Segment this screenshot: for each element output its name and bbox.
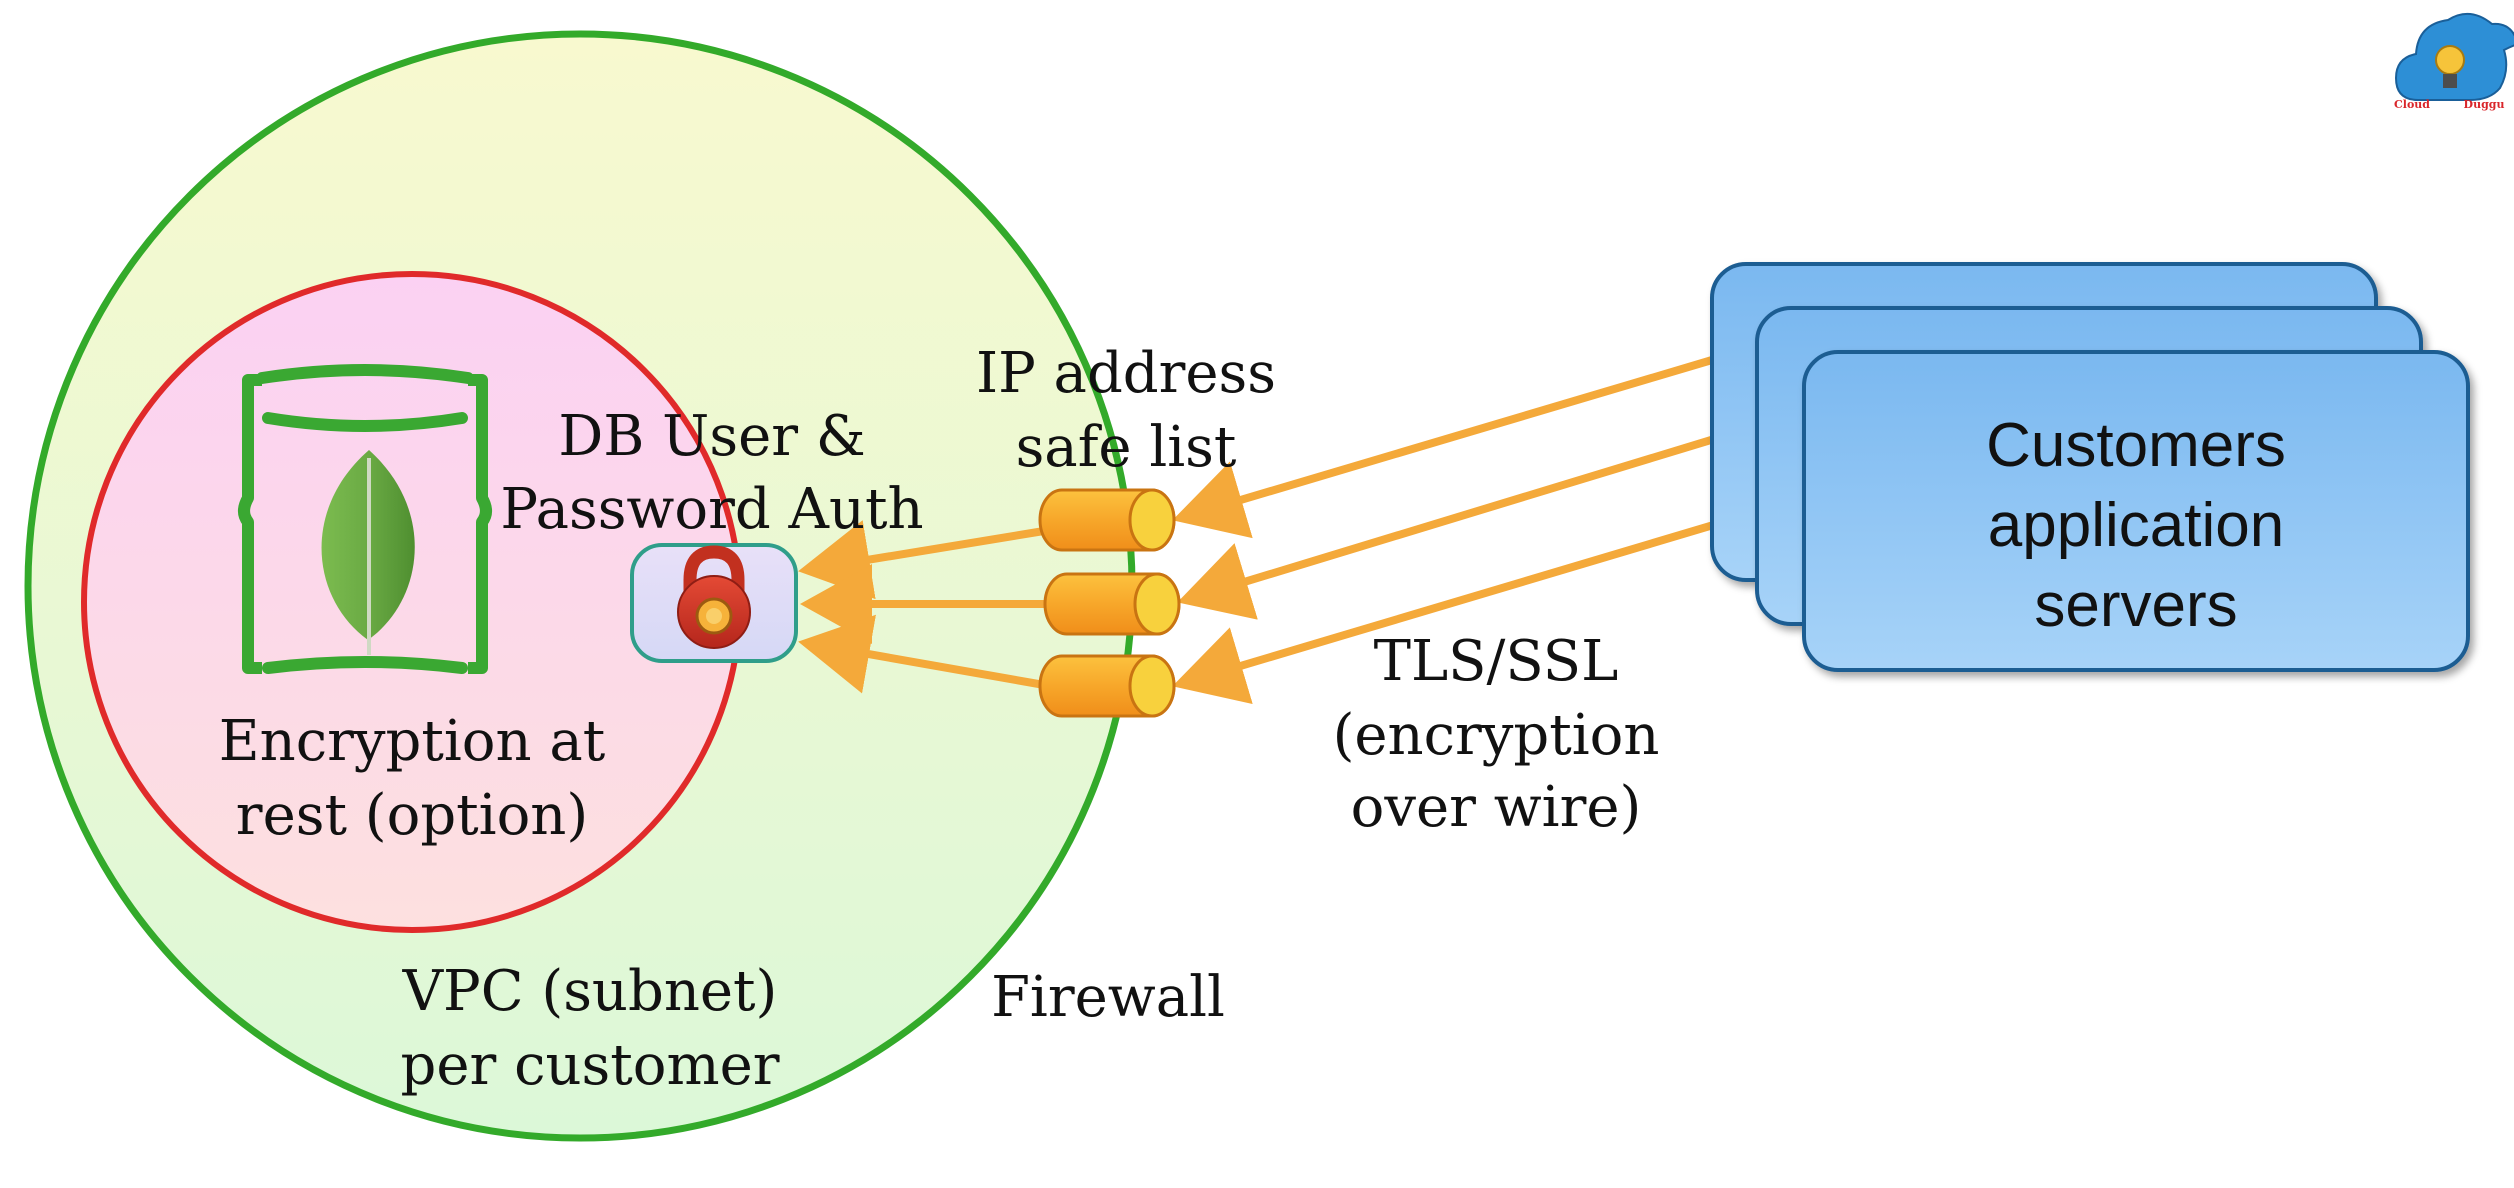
tls-label-line1: TLS/SSL — [1374, 629, 1619, 694]
firewall-cylinder-icon — [1038, 654, 1176, 718]
ip-safe-list-label-line1: IP address — [976, 341, 1276, 406]
server-box-front — [1802, 350, 2470, 672]
vpc-label-line1: VPC (subnet) — [402, 959, 778, 1024]
logo-text-left: Cloud — [2394, 98, 2430, 111]
firewall-cylinder-icon — [1043, 572, 1181, 636]
db-auth-label-line1: DB User & — [558, 404, 865, 469]
mongodb-leaf-database-icon — [238, 364, 492, 674]
encryption-label-line2: rest (option) — [236, 783, 588, 848]
arrow-firewall-to-lock-3 — [798, 614, 1051, 694]
db-auth-label-line2: Password Auth — [500, 477, 923, 542]
servers-label-line2: application — [1988, 491, 2284, 560]
tls-label-line3: over wire) — [1351, 775, 1642, 840]
servers-label-line1: Customers — [1986, 411, 2286, 480]
padlock-icon — [630, 543, 798, 663]
encryption-label-line1: Encryption at — [219, 709, 606, 774]
arrow-server-to-firewall-3 — [1172, 494, 1806, 705]
servers-label-line3: servers — [2034, 571, 2237, 640]
firewall-label: Firewall — [991, 965, 1225, 1030]
cloud-bulb-logo-icon: Cloud Duggu — [2394, 13, 2514, 111]
logo-text-right: Duggu — [2464, 98, 2505, 111]
arrow-firewall-to-lock-1 — [798, 520, 1051, 600]
vpc-label-line2: per customer — [401, 1033, 780, 1098]
arrow-server-to-firewall-1 — [1172, 356, 1714, 539]
firewall-cylinder-icon — [1038, 488, 1176, 552]
ip-safe-list-label-line2: safe list — [1016, 415, 1237, 480]
tls-label-line2: (encryption — [1333, 703, 1660, 768]
arrow-server-to-firewall-2 — [1177, 422, 1759, 620]
